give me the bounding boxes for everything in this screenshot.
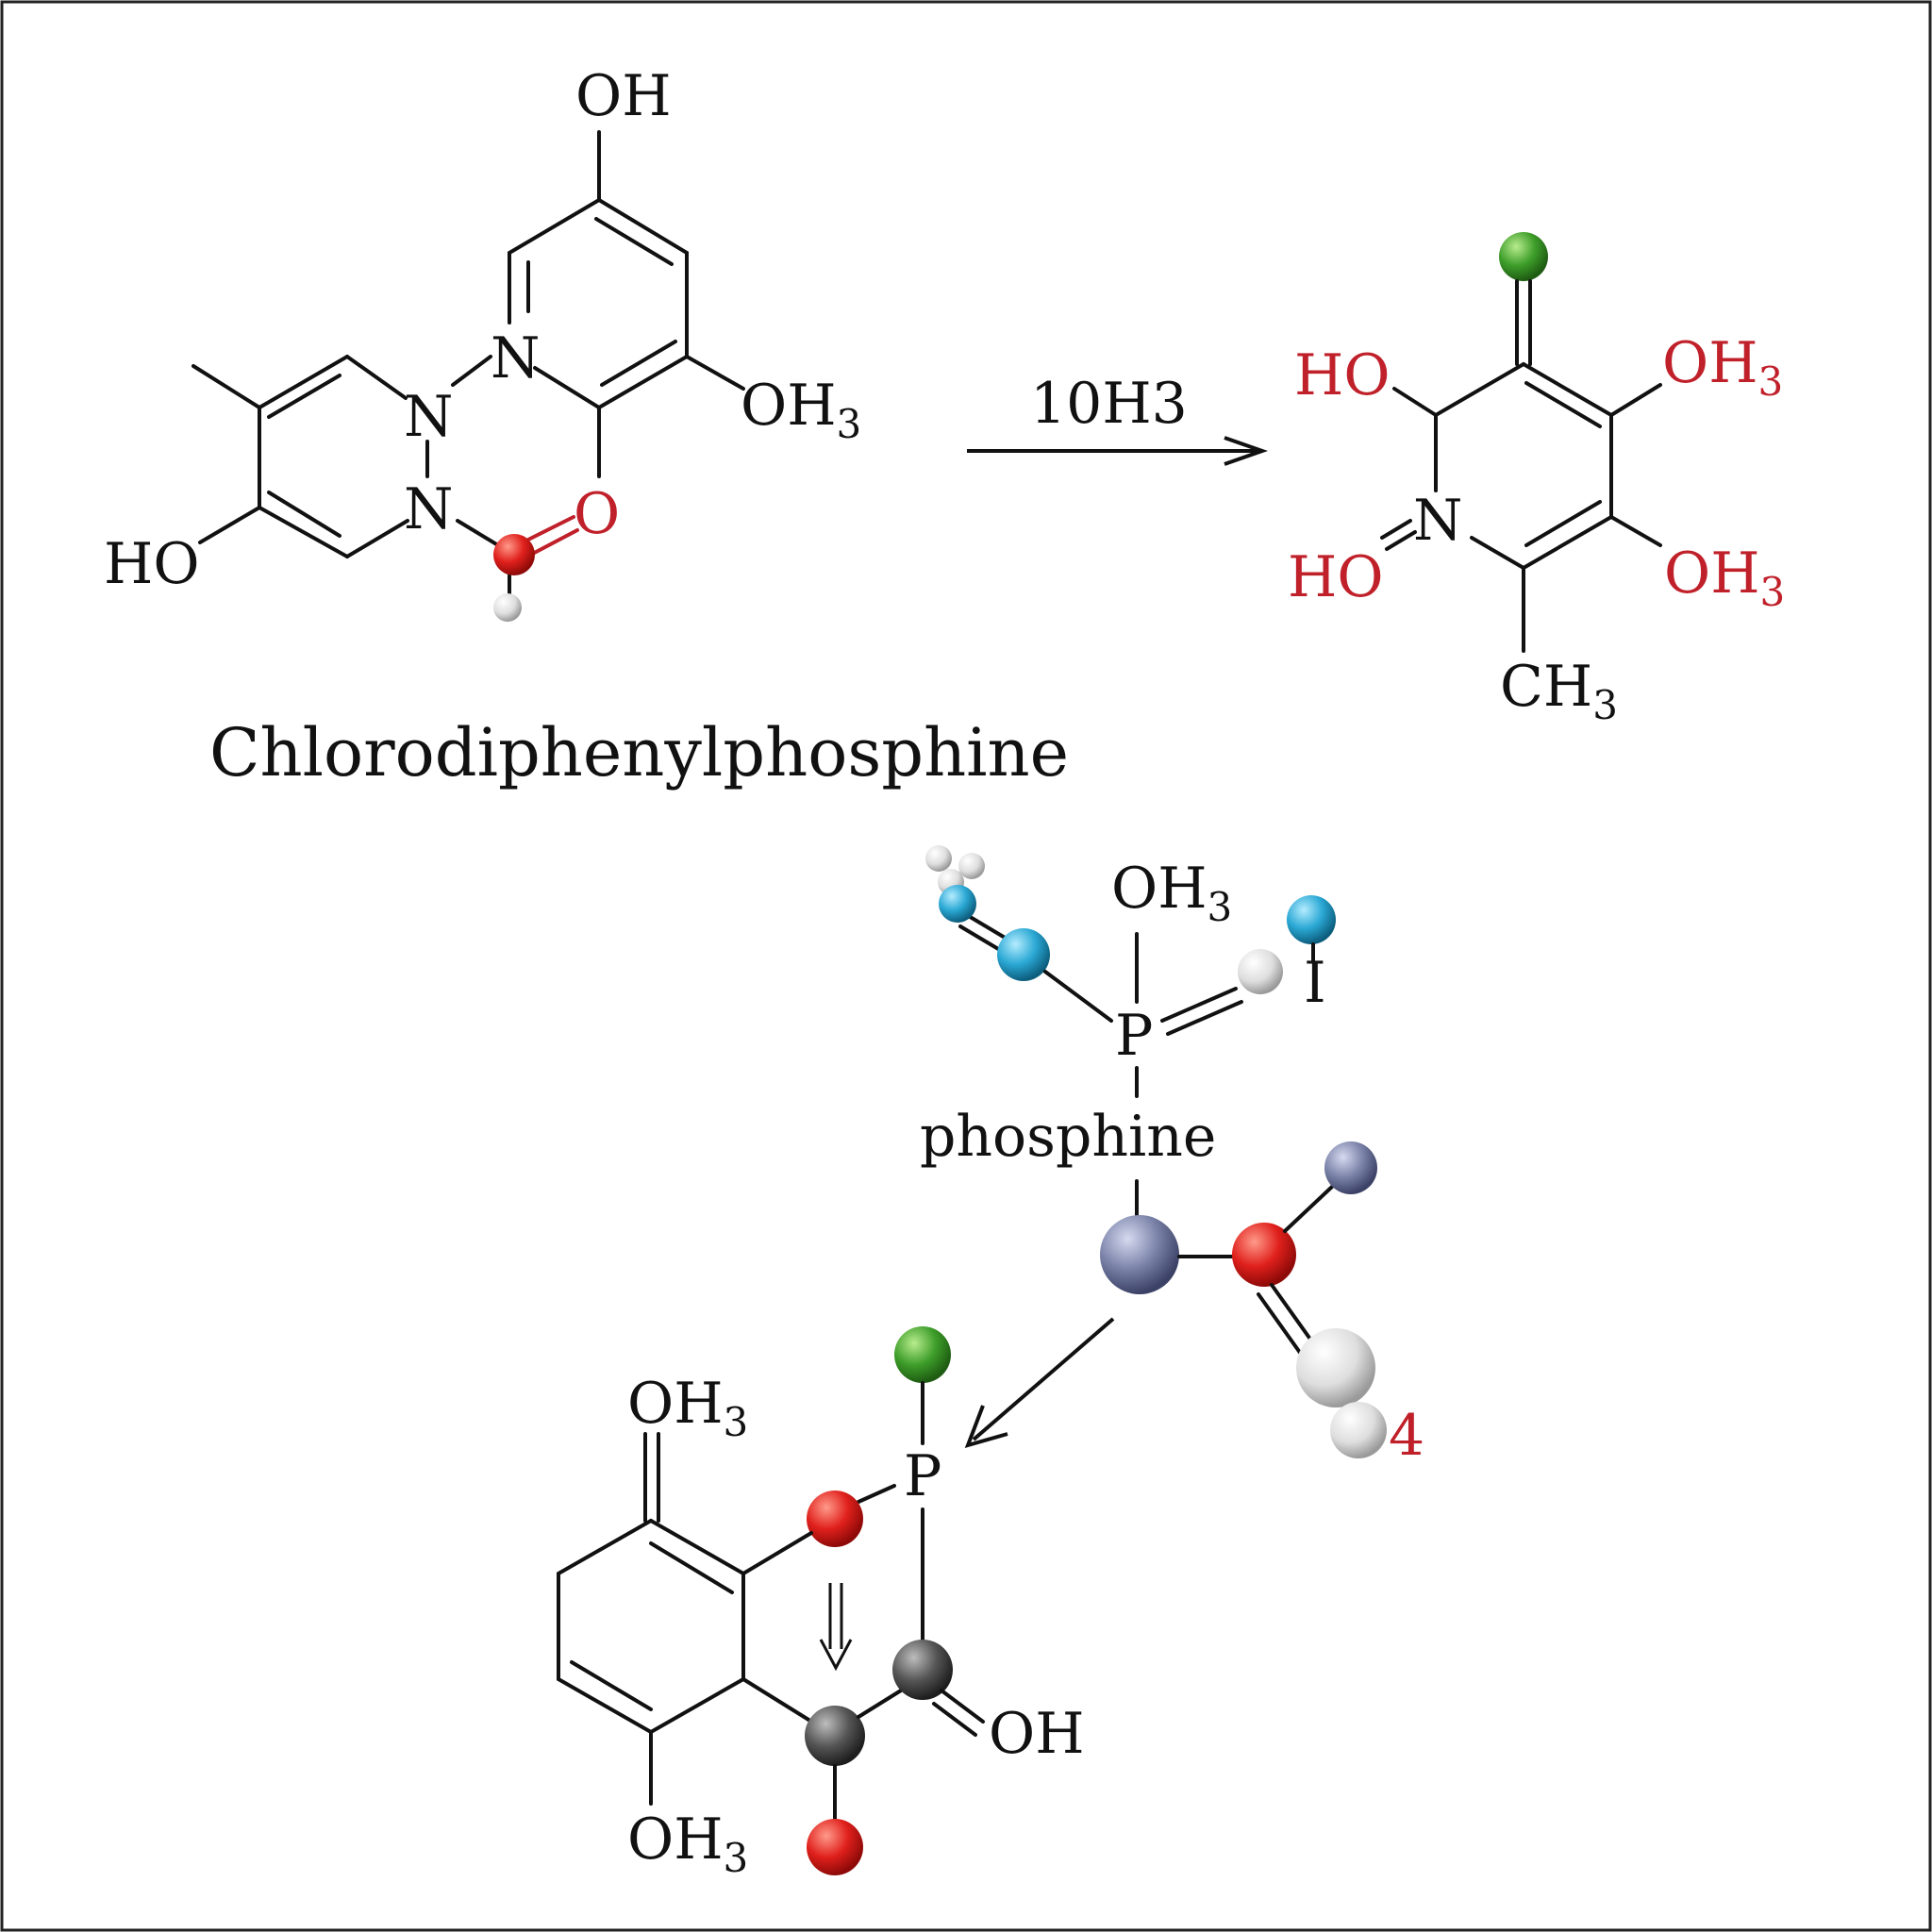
oxygen-atom-sphere bbox=[807, 1491, 863, 1547]
n-upper-label: N bbox=[491, 325, 541, 391]
blue-atom-sphere bbox=[997, 928, 1050, 981]
hydrogen-atom-sphere bbox=[925, 845, 952, 872]
slate-atom-sphere bbox=[1324, 1141, 1377, 1194]
oh3-top-label: OH3 bbox=[1662, 330, 1783, 405]
oxygen-atom-sphere bbox=[493, 534, 535, 575]
n-left-top-label: N bbox=[404, 384, 454, 450]
hydrogen-atom-sphere bbox=[1296, 1328, 1375, 1407]
phosphine-label: phosphine bbox=[920, 1104, 1216, 1170]
oh-label: OH bbox=[989, 1701, 1085, 1767]
phosphorus-label: P bbox=[904, 1443, 941, 1509]
hydrogen-atom-sphere bbox=[493, 593, 522, 622]
ch3-label: CH3 bbox=[1500, 654, 1618, 728]
hydrogen-atom-sphere bbox=[1238, 949, 1283, 994]
oh3-bottom-label: OH3 bbox=[1664, 541, 1785, 615]
reagent-label: 10H3 bbox=[1030, 371, 1188, 437]
compound-name-label: Chlorodiphenylphosphine bbox=[209, 714, 1069, 791]
molecule-4: P OH3 OH3 OH bbox=[557, 1326, 1085, 1881]
hydrogen-atom-sphere bbox=[958, 853, 985, 879]
blue-atom-sphere bbox=[1287, 895, 1336, 944]
n-ring-label: N bbox=[1413, 488, 1463, 554]
oh3-label: OH3 bbox=[741, 373, 861, 447]
oh-top-label: OH bbox=[575, 63, 672, 129]
molecule-3: OH3 P I phosphine 4 bbox=[920, 845, 1424, 1469]
oxygen-atom-sphere bbox=[807, 1819, 863, 1875]
reaction-arrow: 10H3 bbox=[967, 371, 1269, 466]
molecule-2: HO OH3 N HO OH3 CH3 bbox=[1288, 232, 1785, 728]
chlorine-atom-sphere bbox=[1499, 232, 1548, 281]
four-label: 4 bbox=[1389, 1403, 1424, 1469]
carbon-atom-sphere bbox=[892, 1640, 953, 1700]
carbon-atom-sphere bbox=[805, 1706, 865, 1766]
ho-left-label: HO bbox=[104, 531, 200, 597]
oh3-top-label: OH3 bbox=[627, 1371, 748, 1445]
molecule-1: OH OH3 N N N O HO Chlorodiphenylphosphin… bbox=[104, 63, 1069, 791]
chlorine-atom-sphere bbox=[894, 1326, 951, 1383]
slate-atom-sphere bbox=[1100, 1215, 1179, 1294]
hydrogen-atom-sphere bbox=[1330, 1402, 1387, 1458]
oxygen-atom-sphere bbox=[1232, 1223, 1296, 1287]
ho-bottom-label: HO bbox=[1288, 544, 1384, 610]
ho-top-label: HO bbox=[1294, 342, 1391, 408]
blue-atom-sphere bbox=[939, 885, 976, 923]
iodine-label: I bbox=[1304, 950, 1326, 1016]
phosphorus-label: P bbox=[1115, 1003, 1153, 1069]
oh3-label: OH3 bbox=[1111, 856, 1232, 930]
oh3-bottom-label: OH3 bbox=[627, 1807, 748, 1881]
o-red-label: O bbox=[574, 481, 620, 547]
n-left-bottom-label: N bbox=[404, 476, 454, 542]
